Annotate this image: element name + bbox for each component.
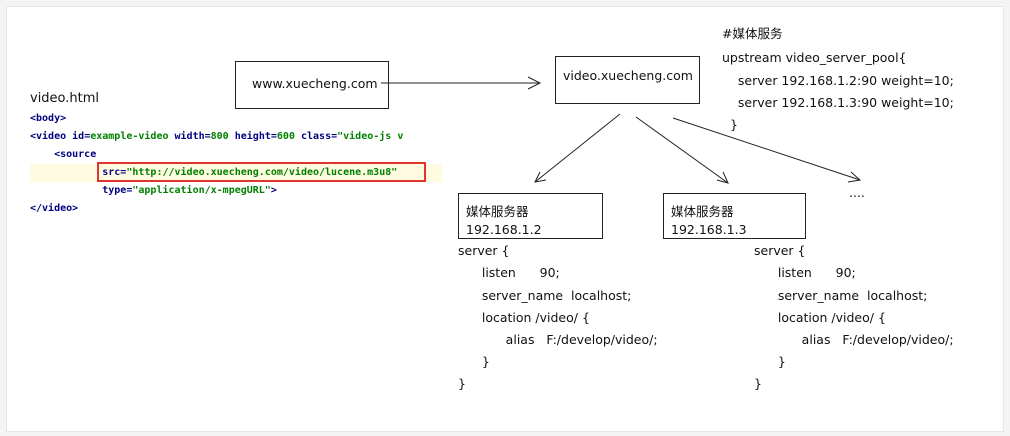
- www-node-label: www.xuecheng.com: [252, 76, 378, 91]
- upstream-line: upstream video_server_pool{: [722, 50, 907, 65]
- server-config-line: server {: [458, 243, 510, 258]
- upstream-line: }: [722, 117, 738, 132]
- media-server-2: 媒体服务器 192.168.1.3: [663, 193, 806, 239]
- arrowhead: [847, 171, 862, 183]
- media-server-1: 媒体服务器 192.168.1.2: [458, 193, 603, 239]
- code-token: class=: [300, 131, 338, 142]
- code-token: example-video: [90, 131, 175, 142]
- code-snippet: <body> <video id=example-video width=800…: [30, 110, 442, 220]
- media-server-2-name: 媒体服务器: [671, 204, 734, 219]
- code-token: src=: [102, 167, 127, 178]
- arrowhead: [716, 171, 729, 184]
- upstream-line: #媒体服务: [722, 26, 783, 41]
- code-token: 600: [276, 131, 301, 142]
- server-config-line: }: [458, 354, 490, 369]
- code-token: <video: [30, 131, 73, 142]
- server-config-line: location /video/ {: [754, 310, 886, 325]
- code-token: <source: [30, 149, 97, 160]
- code-token: "http://video.xuecheng.com/video/lucene.…: [126, 167, 398, 178]
- src-highlight-box: [97, 162, 426, 182]
- code-token: id=: [72, 131, 91, 142]
- server-config-line: server_name localhost;: [754, 288, 928, 303]
- media-server-2-ip: 192.168.1.3: [671, 222, 747, 237]
- code-token: </video>: [30, 203, 79, 214]
- arrow-to-server-2: [635, 116, 729, 184]
- server-config-line: server {: [754, 243, 806, 258]
- code-token: "application/x-mpegURL": [132, 185, 271, 196]
- server-config-line: alias F:/develop/video/;: [754, 332, 954, 347]
- code-token: "video-js v: [337, 131, 404, 142]
- code-line: <body>: [30, 110, 66, 128]
- arrowhead: [534, 171, 547, 183]
- server-config-line: }: [458, 376, 466, 391]
- server-config-line: location /video/ {: [458, 310, 590, 325]
- www-node: www.xuecheng.com: [235, 61, 389, 109]
- server-config-line: }: [754, 354, 786, 369]
- code-line: <source: [30, 146, 96, 164]
- video-node: video.xuecheng.com: [555, 56, 700, 104]
- code-line: <video id=example-video width=800 height…: [30, 128, 403, 146]
- upstream-line: server 192.168.1.2:90 weight=10;: [722, 73, 954, 88]
- code-token: type=: [102, 185, 133, 196]
- code-line: </video>: [30, 200, 78, 218]
- more-servers-ellipsis: ....: [849, 185, 865, 200]
- code-token: >: [270, 185, 277, 196]
- server-config-line: server_name localhost;: [458, 288, 632, 303]
- server-config-line: listen 90;: [458, 265, 560, 280]
- media-server-1-ip: 192.168.1.2: [466, 222, 542, 237]
- media-server-1-name: 媒体服务器: [466, 204, 529, 219]
- server-config-line: }: [754, 376, 762, 391]
- server-config-line: listen 90;: [754, 265, 856, 280]
- upstream-line: server 192.168.1.3:90 weight=10;: [722, 95, 954, 110]
- code-token: 800: [210, 131, 235, 142]
- arrowhead: [527, 76, 542, 90]
- video-node-label: video.xuecheng.com: [563, 68, 693, 83]
- code-line: src="http://video.xuecheng.com/video/luc…: [30, 164, 442, 182]
- file-title: video.html: [30, 91, 100, 106]
- server-config-line: alias F:/develop/video/;: [458, 332, 658, 347]
- arrow-to-more: [672, 117, 861, 181]
- code-token: <body>: [30, 113, 67, 124]
- code-token: height=: [234, 131, 277, 142]
- code-line: type="application/x-mpegURL">: [30, 182, 277, 200]
- code-token: width=: [174, 131, 211, 142]
- arrow-to-server-1: [534, 113, 621, 183]
